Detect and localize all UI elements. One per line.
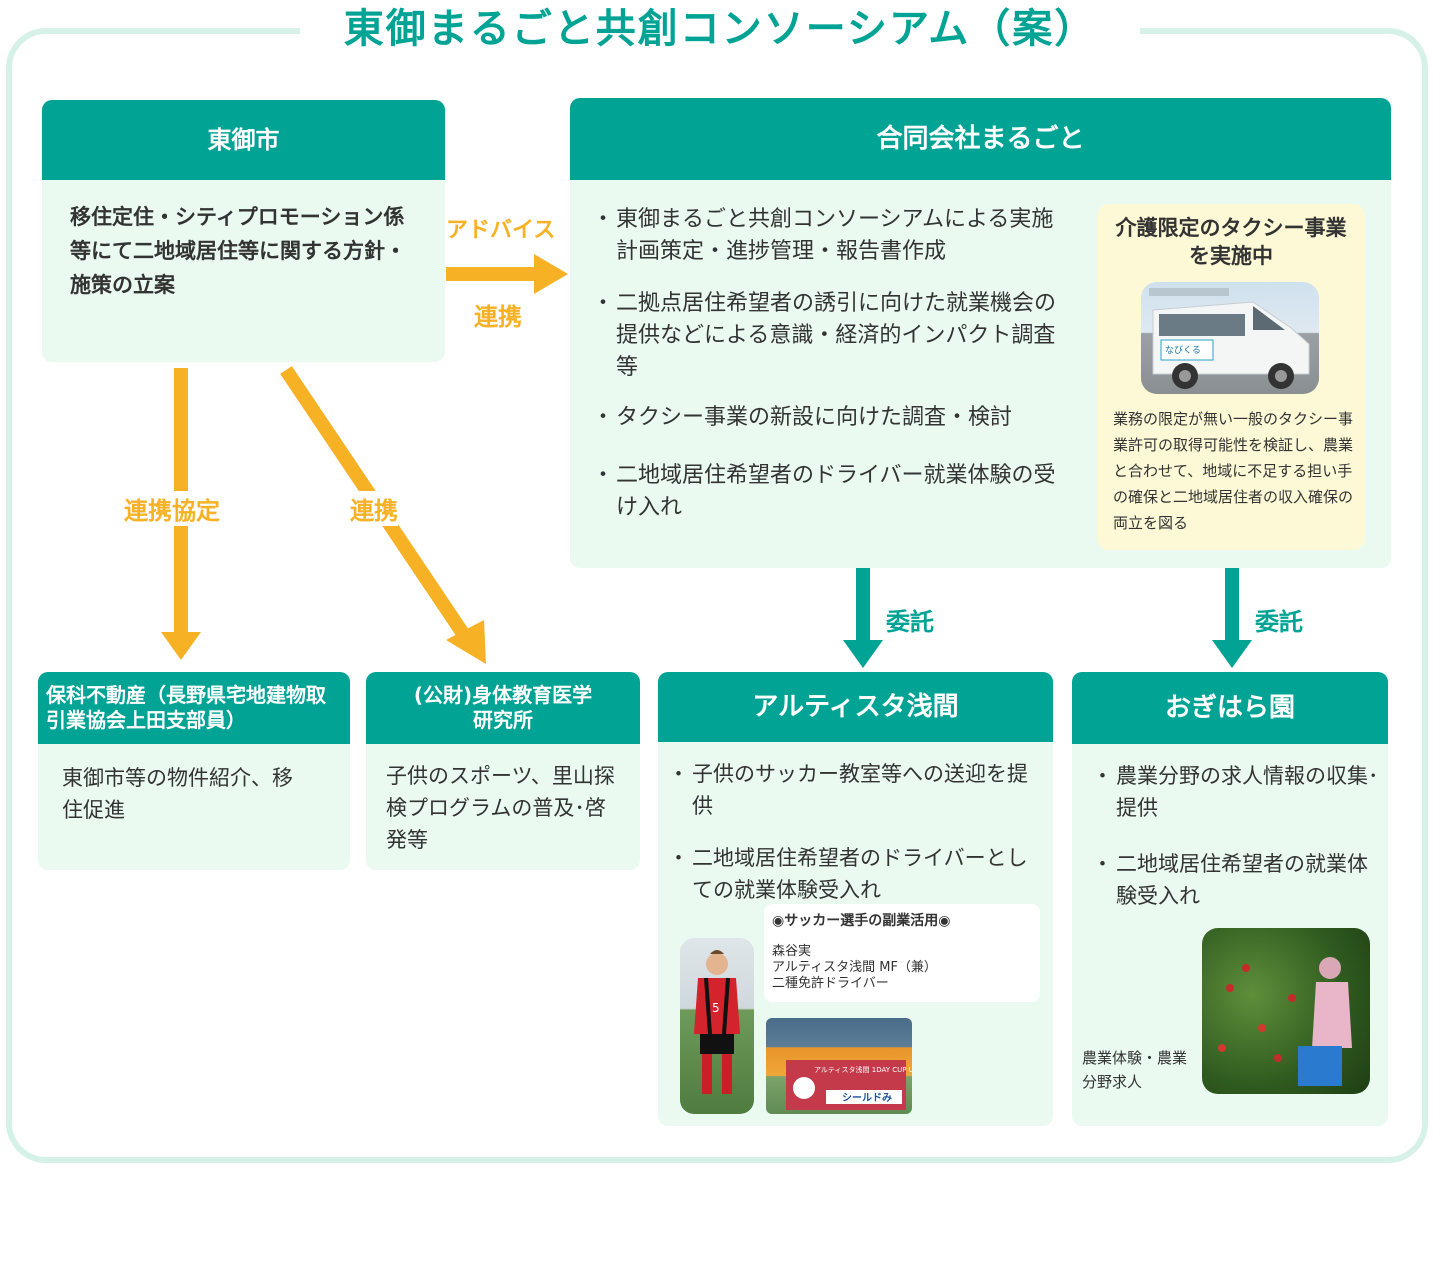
artista-box: アルティスタ浅間 ・子供のサッカー教室等への送迎を提供 ・二地域居住希望者のドラ…: [658, 672, 1053, 1126]
jersey-number: 5: [712, 1001, 720, 1015]
toumi-city-body: 移住定住・シティプロモーション係等にて二地域居住等に関する方針・施策の立案: [70, 205, 406, 297]
taxi-note-body: 業務の限定が無い一般のタクシー事業許可の取得可能性を検証し、農業と合わせて、地域…: [1113, 410, 1354, 532]
agreement-label: 連携協定: [124, 491, 220, 526]
farm-icon: [1218, 957, 1352, 1086]
marugoto-bullet: ・東御まるごと共創コンソーシアムによる実施計画策定・進捗管理・報告書作成: [592, 207, 1054, 264]
farm-photo: [1202, 928, 1370, 1094]
player-icon: 5: [694, 950, 740, 1094]
marugoto-bullet: ・二地域居住希望者のドライバー就業体験の受け入れ: [592, 463, 1056, 520]
ogihara-bullets: ・農業分野の求人情報の収集･提供 ・二地域居住希望者の就業体験受入れ: [1092, 760, 1382, 926]
page-title: 東御まるごと共創コンソーシアム（案）: [300, 0, 1140, 60]
team-banner-icon: アルティスタ浅間 1DAY CUP U10 シールドみ: [786, 1060, 912, 1110]
hoka-body: 東御市等の物件紹介、移住促進: [62, 766, 293, 822]
player-note-line: 森谷実: [772, 944, 812, 959]
player-note-line: 二種免許ドライバー: [772, 976, 889, 991]
van-label: なびくる: [1165, 345, 1201, 356]
marugoto-box: 合同会社まるごと ・東御まるごと共創コンソーシアムによる実施計画策定・進捗管理・…: [570, 98, 1391, 568]
shintai-box: (公財)身体教育医学研究所 子供のスポーツ、里山探検プログラムの普及･啓発等: [366, 672, 640, 870]
advice-link-label: 連携: [474, 297, 522, 332]
farm-photo-caption: 農業体験・農業分野求人: [1082, 1049, 1188, 1091]
ogihara-heading: おぎはら園: [1072, 672, 1388, 744]
marugoto-bullet: ・タクシー事業の新設に向けた調査・検討: [592, 405, 1013, 430]
player-note: ◉サッカー選手の副業活用◉ 森谷実 アルティスタ浅間 MF（兼） 二種免許ドライ…: [764, 904, 1040, 1002]
marugoto-bullets: ・東御まるごと共創コンソーシアムによる実施計画策定・進捗管理・報告書作成 ・二拠…: [592, 204, 1070, 538]
ogihara-bullet: ・二地域居住希望者の就業体験受入れ: [1092, 852, 1368, 908]
player-note-line: アルティスタ浅間 MF（兼）: [772, 960, 937, 975]
taxi-note-title: 介護限定のタクシー事業を実施中: [1115, 216, 1347, 268]
player-photo: 5: [680, 938, 754, 1114]
artista-heading: アルティスタ浅間: [658, 672, 1053, 742]
taxi-van-photo: なびくる: [1141, 282, 1319, 394]
team-photo: アルティスタ浅間 1DAY CUP U10 シールドみ: [766, 1018, 912, 1114]
toumi-city-box: 東御市 移住定住・シティプロモーション係等にて二地域居住等に関する方針・施策の立…: [42, 100, 445, 362]
artista-bullet: ・二地域居住希望者のドライバーとしての就業体験受入れ: [668, 846, 1028, 902]
hoka-heading: 保科不動産（長野県宅地建物取引業協会上田支部員）: [38, 672, 350, 744]
consign-label-2: 委託: [1255, 608, 1303, 636]
consign-arrow-1: [843, 568, 883, 668]
consign-label-1: 委託: [886, 608, 934, 636]
banner-text: アルティスタ浅間 1DAY CUP U10: [814, 1065, 912, 1074]
ogihara-box: おぎはら園 ・農業分野の求人情報の収集･提供 ・二地域居住希望者の就業体験受入れ…: [1072, 672, 1388, 1126]
shintai-heading: (公財)身体教育医学研究所: [366, 672, 640, 744]
link-label: 連携: [350, 491, 398, 526]
marugoto-bullet: ・二拠点居住希望者の誘引に向けた就業機会の提供などによる意識・経済的インパクト調…: [592, 291, 1057, 380]
van-icon: なびくる: [1149, 288, 1310, 389]
taxi-note: 介護限定のタクシー事業を実施中 なびくる 業務の限定が無い一般のタクシー事業許可…: [1097, 204, 1365, 550]
ogihara-bullet: ・農業分野の求人情報の収集･提供: [1092, 764, 1379, 820]
shintai-body: 子供のスポーツ、里山探検プログラムの普及･啓発等: [386, 764, 615, 852]
marugoto-heading: 合同会社まるごと: [570, 98, 1391, 180]
player-note-title: ◉サッカー選手の副業活用◉: [772, 913, 951, 929]
hoka-box: 保科不動産（長野県宅地建物取引業協会上田支部員） 東御市等の物件紹介、移住促進: [38, 672, 350, 870]
advice-arrow: [446, 254, 568, 294]
sponsor-text: シールドみ: [842, 1092, 892, 1104]
consign-arrow-2: [1212, 568, 1252, 668]
toumi-city-heading: 東御市: [42, 100, 445, 180]
artista-bullets: ・子供のサッカー教室等への送迎を提供 ・二地域居住希望者のドライバーとしての就業…: [668, 758, 1046, 920]
artista-bullet: ・子供のサッカー教室等への送迎を提供: [668, 762, 1028, 818]
advice-label: アドバイス: [446, 212, 556, 244]
